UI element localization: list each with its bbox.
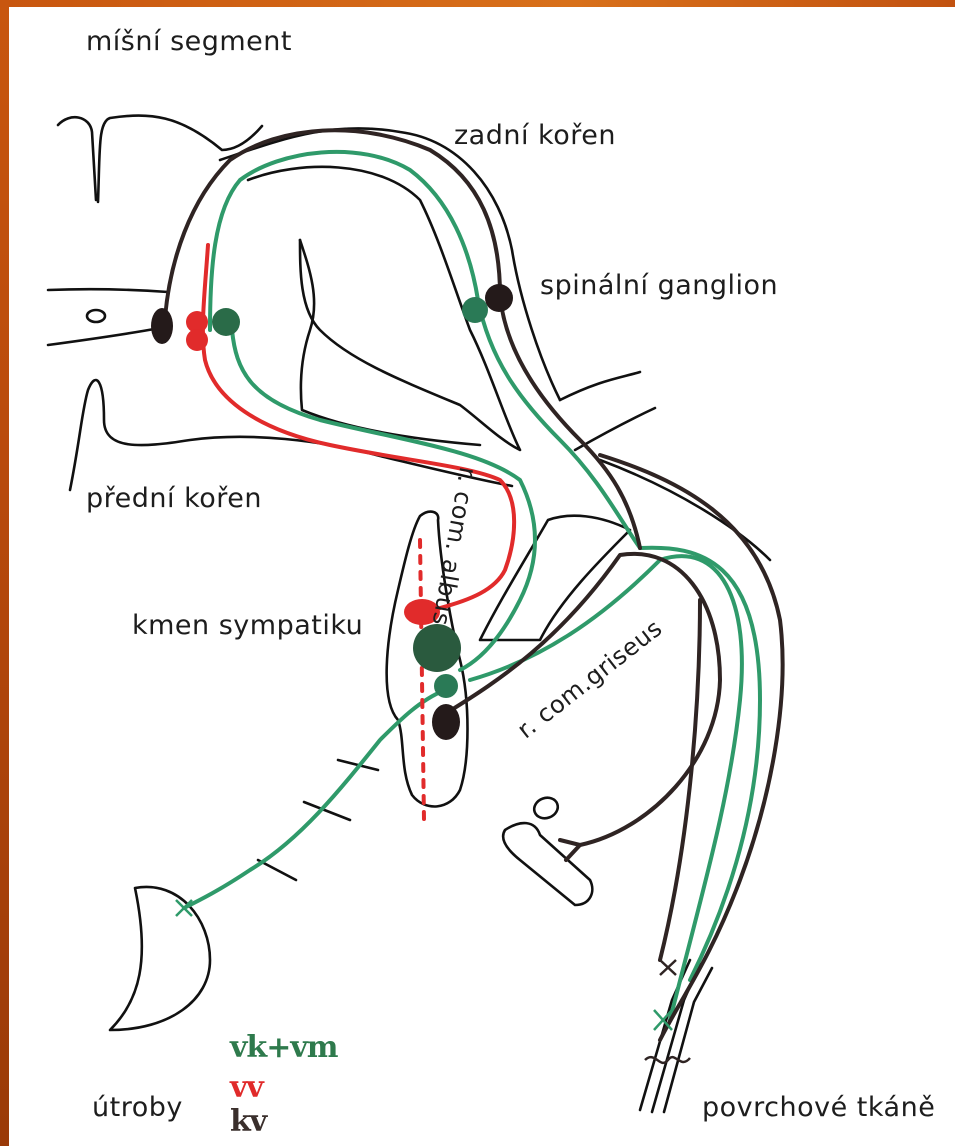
- label-dorsal-root: zadní kořen: [454, 120, 616, 151]
- legend-cutaneous-efferent: kv: [230, 1104, 266, 1139]
- label-spinal-ganglion: spinální ganglion: [540, 270, 778, 301]
- dark-neuron-ganglion: [485, 284, 513, 312]
- dark-nerve-fibre: [600, 455, 783, 1040]
- central-canal: [87, 310, 105, 322]
- legend-visceral-efferent: vv: [230, 1070, 263, 1105]
- skin-line-1: [640, 960, 690, 1110]
- green-neuron-lateral-horn: [212, 308, 240, 336]
- green-visceral-fibre: [184, 690, 445, 908]
- ventral-root-inner: [300, 240, 480, 445]
- rami-wedge-outline: [480, 516, 630, 640]
- label-spinal-segment: míšní segment: [86, 26, 292, 57]
- label-superficial-tissues: povrchové tkáně: [702, 1092, 935, 1123]
- label-viscera: útroby: [92, 1092, 183, 1123]
- blood-vessel-outline: [503, 823, 592, 905]
- red-neuron-lateral-horn-2: [186, 329, 208, 351]
- skin-ending-dark: [660, 960, 676, 975]
- viscera-outline: [110, 887, 210, 1030]
- green-neuron-trunk-large: [413, 624, 461, 672]
- dark-neuron-trunk: [432, 704, 460, 740]
- green-neuron-trunk-small: [434, 674, 458, 698]
- red-trunk-dashes: [420, 540, 424, 820]
- grey-matter-outline: [48, 289, 168, 345]
- nerve-endings: [176, 900, 672, 1030]
- legend-somatic-visceral: vk+vm: [230, 1030, 338, 1065]
- label-ventral-root: přední kořen: [86, 483, 262, 514]
- label-sympathetic-trunk: kmen sympatiku: [132, 610, 363, 641]
- green-neuron-ganglion: [462, 297, 488, 323]
- dorsal-root-outline: [220, 128, 560, 400]
- blood-vessel-end: [531, 794, 560, 821]
- dark-fibres: [165, 130, 783, 1040]
- dark-neuron-dorsal-horn: [151, 308, 173, 344]
